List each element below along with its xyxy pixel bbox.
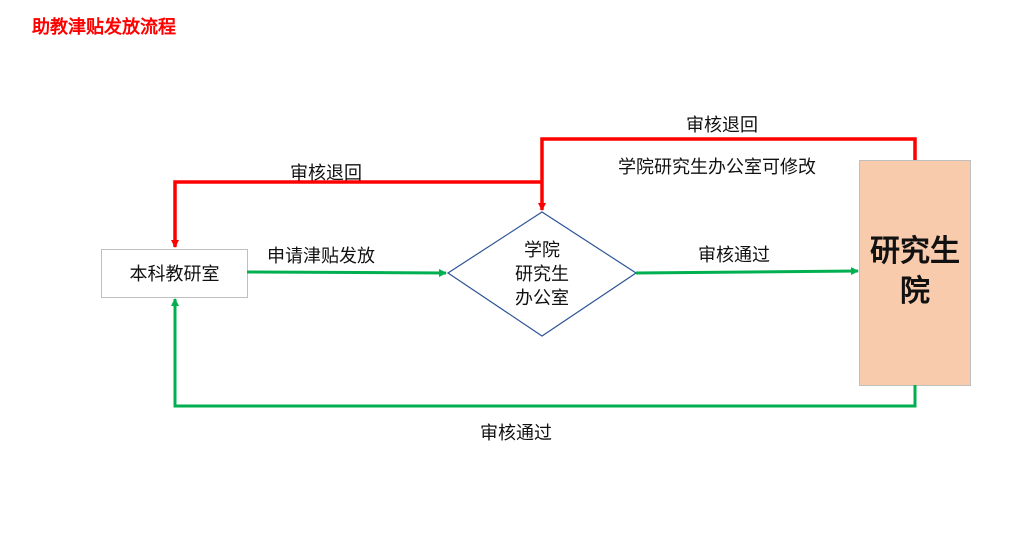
office-node-line: 学院 <box>524 240 560 261</box>
label-office-approve: 审核通过 <box>698 245 770 266</box>
label-office-can-modify: 学院研究生办公室可修改 <box>618 157 816 178</box>
label-final-approve: 审核通过 <box>480 423 552 444</box>
grad-school-node-shape <box>859 160 971 386</box>
arrow-final-approve <box>171 298 917 408</box>
page-title: 助教津贴发放流程 <box>32 17 176 38</box>
office-node-line: 办公室 <box>515 288 569 309</box>
arrow-return-to-dept <box>171 180 542 248</box>
office-node: 学院 研究生 办公室 <box>492 239 592 311</box>
arrow-office-approve <box>635 267 859 276</box>
grad-school-line: 研究生 <box>870 234 960 269</box>
arrow-return-to-office <box>538 137 917 211</box>
label-apply: 申请津贴发放 <box>267 246 375 267</box>
label-return-to-dept: 审核退回 <box>290 163 362 184</box>
grad-school-node: 研究生 院 <box>859 232 971 312</box>
arrow-apply <box>246 268 447 277</box>
office-node-line: 研究生 <box>515 264 569 285</box>
label-return-to-office: 审核退回 <box>686 115 758 136</box>
dept-node-shape <box>101 249 248 298</box>
grad-school-line: 院 <box>900 274 930 309</box>
dept-node: 本科教研室 <box>129 264 220 285</box>
